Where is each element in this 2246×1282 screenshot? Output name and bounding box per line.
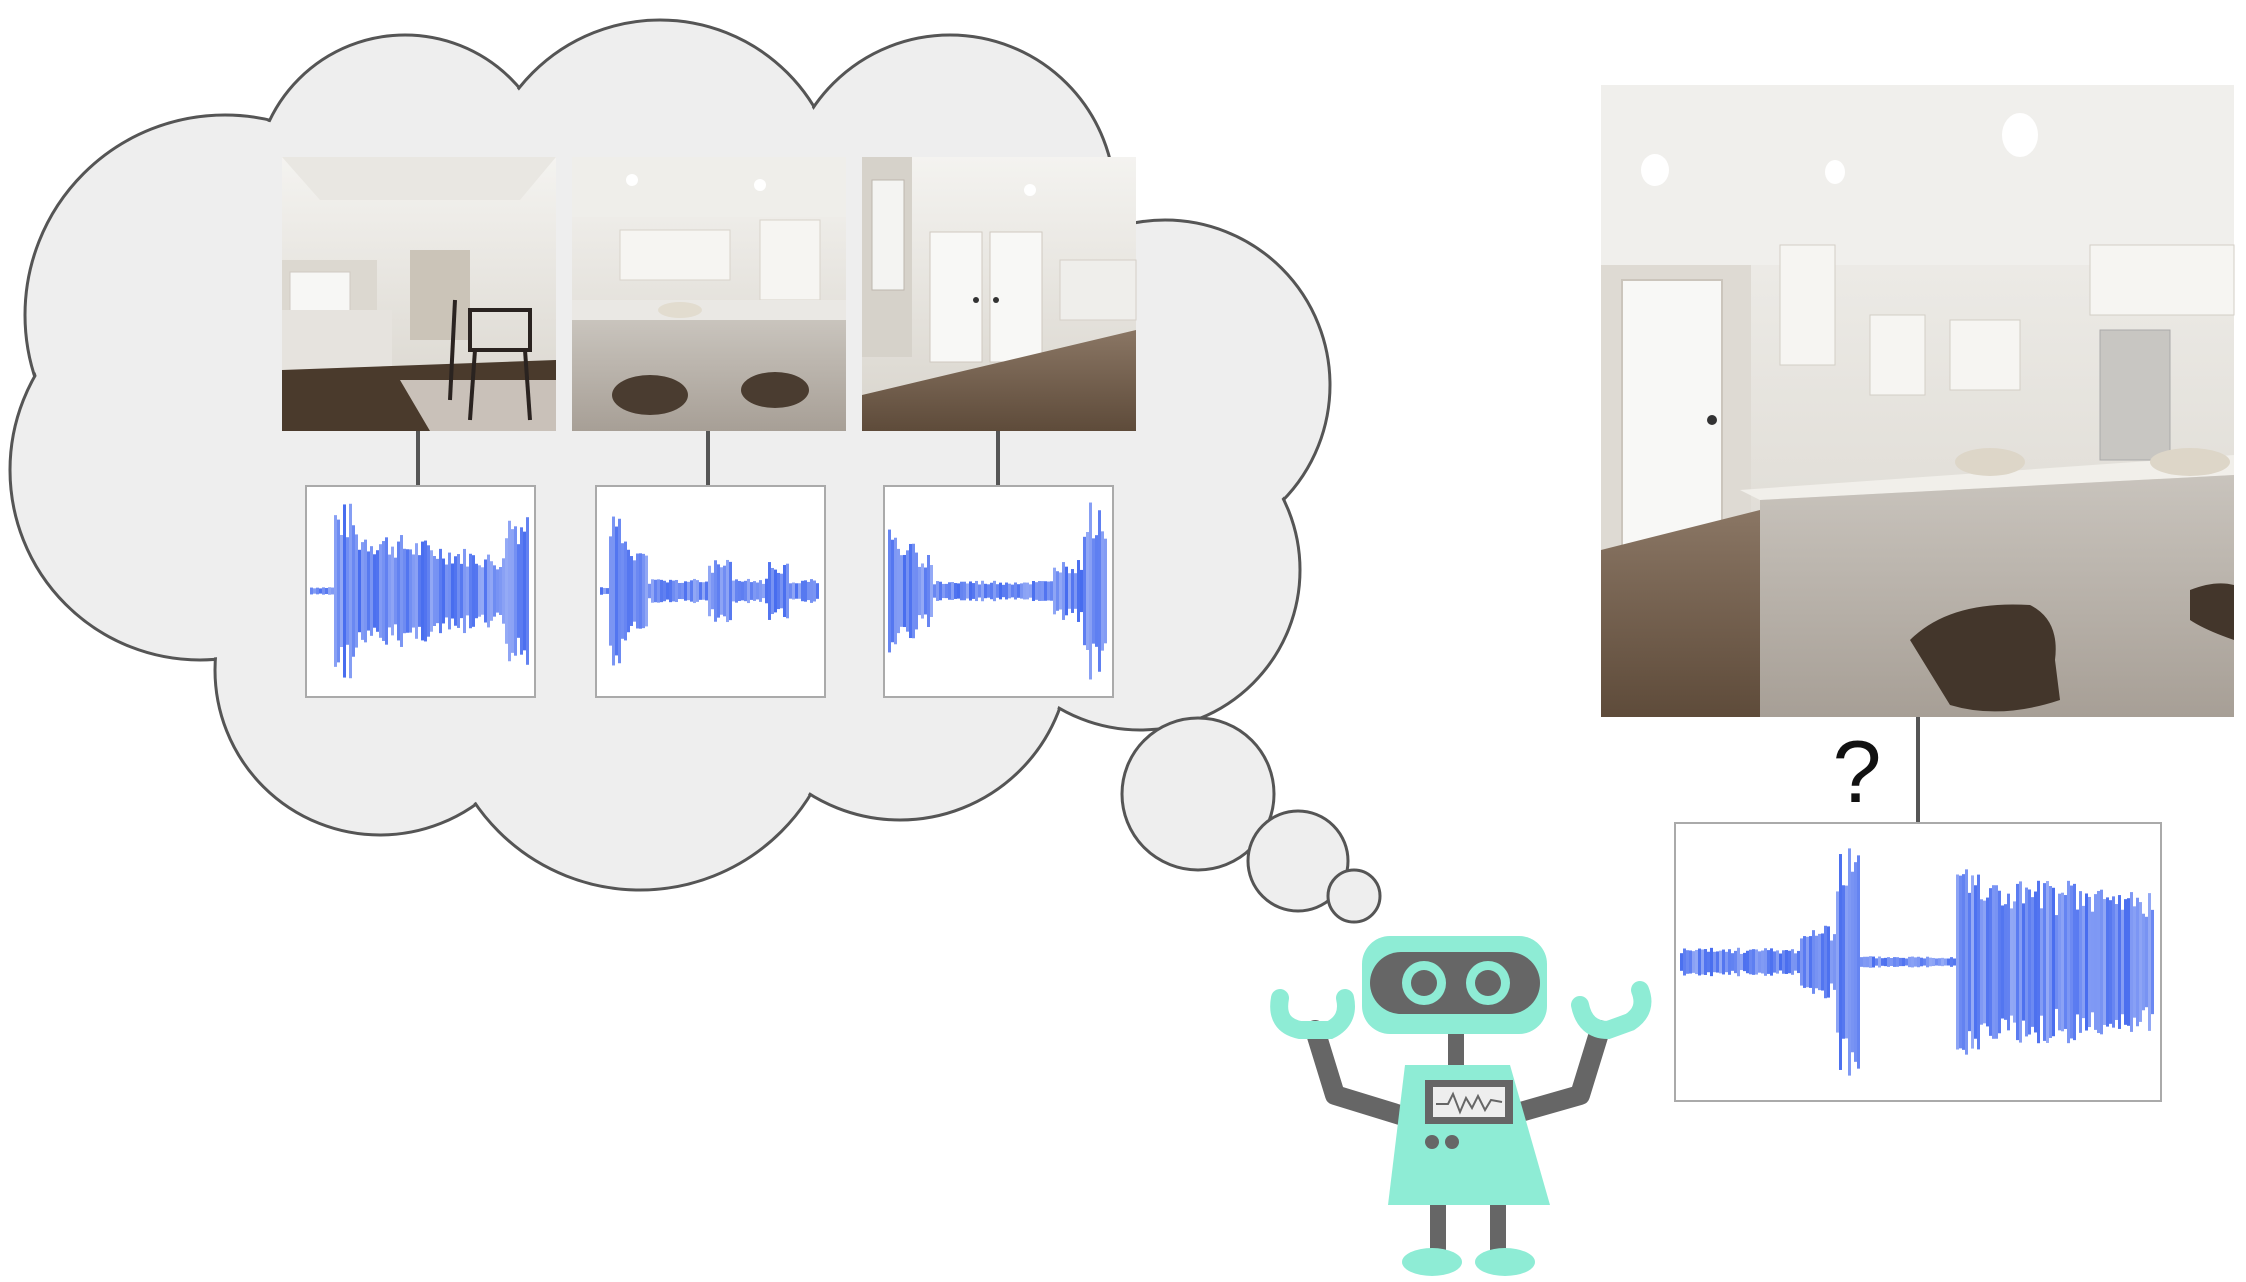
robot-icon [1270,936,1652,1276]
thought-bubble-large [1120,716,1276,872]
waveform-panel-1 [305,485,536,698]
memory-example-1 [282,157,556,698]
unknown-audio-question-mark: ? [1832,722,1882,821]
query-scene-image [1601,85,2235,717]
waveform-panel-2 [595,485,826,698]
waveform-1 [310,503,529,679]
memory-example-2 [572,157,846,698]
query-waveform [1680,848,2154,1076]
scene-image-2 [572,157,846,431]
memory-example-3 [862,157,1137,698]
thought-bubble-medium [1246,809,1350,913]
scene-image-1 [282,157,556,431]
thought-cloud [8,18,1382,924]
waveform-panel-3 [883,485,1114,698]
thought-bubble-small [1326,868,1382,924]
query-waveform-panel [1674,822,2162,1102]
scene-image-3 [862,157,1137,431]
waveform-3 [888,502,1107,680]
waveform-2 [600,516,819,666]
